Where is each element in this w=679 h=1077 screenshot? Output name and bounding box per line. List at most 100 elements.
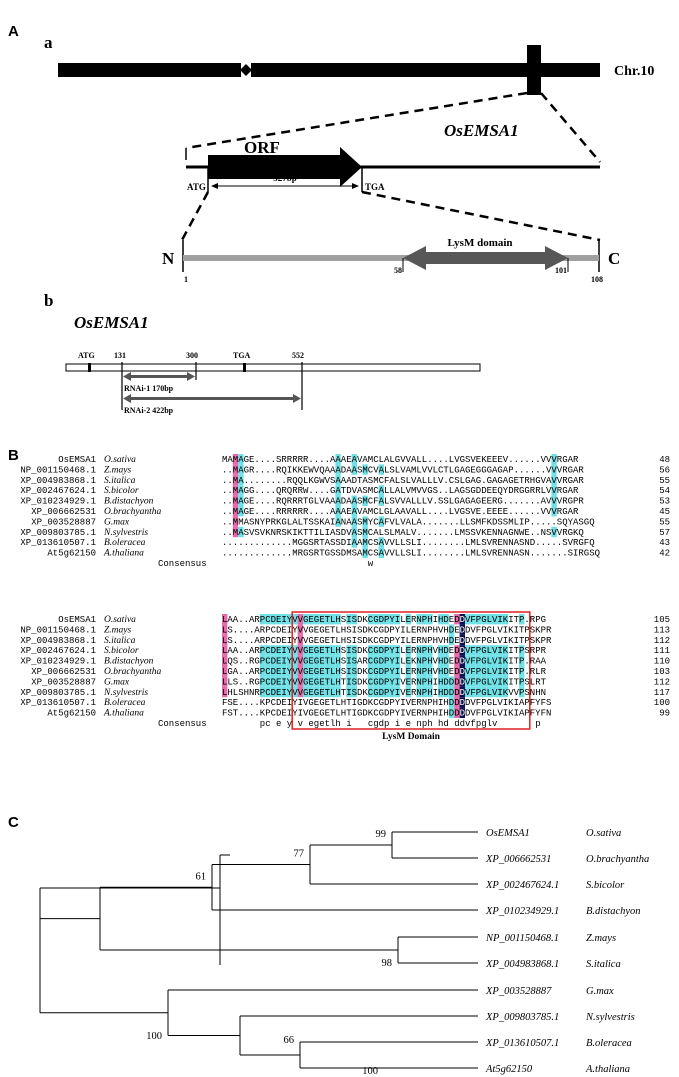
position-number: 55 [659,476,670,486]
residue-shade [378,666,384,677]
protein-bar [183,255,599,261]
residue-shade [324,686,330,698]
b-atg-tick [88,363,91,372]
residue-shade [459,645,465,656]
residue-shade [313,676,320,687]
residue-shade [270,645,276,656]
residue-shade [438,645,444,656]
residue-shade [497,614,503,625]
accession-label: XP_009803785.1 [20,528,96,538]
residue-shade [362,464,368,475]
residue-shade [238,454,244,465]
residue-shade [324,614,330,625]
residue-shade [465,614,471,625]
residue-shade [378,537,384,548]
residue-shade [475,666,482,677]
residue-shade [222,666,228,677]
residue-shade [313,614,320,625]
residue-shade [330,655,336,666]
species-label: S.italica [104,636,136,646]
residue-shade [481,655,487,666]
chromosome-label: Chr.10 [614,64,654,79]
residue-shade [454,686,460,698]
residue-shade [303,655,309,666]
residue-identical: D [460,677,465,687]
tree-lines [39,831,478,1069]
residue-shade [421,645,428,656]
bootstrap-value: 66 [284,1035,295,1046]
residue-shade [367,614,374,625]
residue-shade [351,645,357,656]
tree-species-label: B.oleracea [586,1038,632,1049]
residue-shade [281,666,287,677]
tree-accession-label: NP_001150468.1 [485,933,559,944]
residue-shade [470,686,476,698]
residue-shade [394,686,401,698]
residue-shade [470,614,476,625]
residue-shade [486,666,492,677]
residue-shade [421,666,428,677]
tree-species-label: Z.mays [586,933,616,944]
position-number: 111 [654,646,670,656]
bootstrap-value: 61 [196,871,207,882]
residue-shade [313,686,320,698]
residue-shade [324,676,330,687]
sequence-text: ..MASVSVKNRSKIKTTILIASDVASMCALSLMALV....… [222,528,584,538]
residue-shade [481,666,487,677]
residue-shade [378,614,384,625]
residue-shade [270,676,276,687]
residue-shade [292,655,298,666]
residue-shade [389,655,395,666]
bootstrap-value: 99 [376,829,387,840]
accession-label: XP_002467624.1 [20,646,96,656]
tree-accession-label: XP_006662531 [485,854,551,865]
residue-shade [443,655,449,666]
residue-shade [330,645,336,656]
residue-shade [319,686,325,698]
residue-identical: D [460,667,465,677]
residue-shade [292,686,298,698]
species-label: N.sylvestris [103,528,148,538]
tree-species-label: S.bicolor [586,880,625,891]
residue-shade [367,645,374,656]
residue-shade [519,676,525,687]
residue-shade [346,655,352,666]
residue-shade [303,614,309,625]
protein-zoom-left [180,191,210,241]
accession-label: XP_006662531 [31,667,96,677]
sequence-text: LLS..RGPCDEIYVVGEGETLHTISDKCGDPYIVERNPHI… [222,677,547,687]
position-number: 57 [659,528,670,538]
residue-shade [502,666,509,677]
position-number: 55 [659,517,670,527]
accession-label: NP_001150468.1 [20,625,96,635]
residue-shade [335,464,341,475]
rnai1-label: RNAi-1 170bp [124,384,174,393]
residue-shade [438,614,444,625]
residue-shade [497,655,503,666]
residue-shade [416,655,422,666]
pos-1: 1 [184,275,188,284]
residue-shade [551,464,557,475]
residue-shade [492,655,498,666]
residue-shade [394,666,401,677]
residue-shade [270,686,276,698]
tree-accession-label: OsEMSA1 [486,828,530,839]
residue-shade [378,676,384,687]
residue-shade [335,485,341,496]
residue-shade [519,655,525,666]
b-pos-552: 552 [292,351,304,360]
residue-shade [443,676,449,687]
residue-shade [308,666,314,677]
residue-shade [459,707,465,718]
residue-shade [286,614,293,625]
residue-shade [335,666,341,677]
residue-shade [405,645,411,656]
consensus-sequence: w [368,559,374,569]
residue-shade [502,645,509,656]
residue-shade [459,624,465,635]
